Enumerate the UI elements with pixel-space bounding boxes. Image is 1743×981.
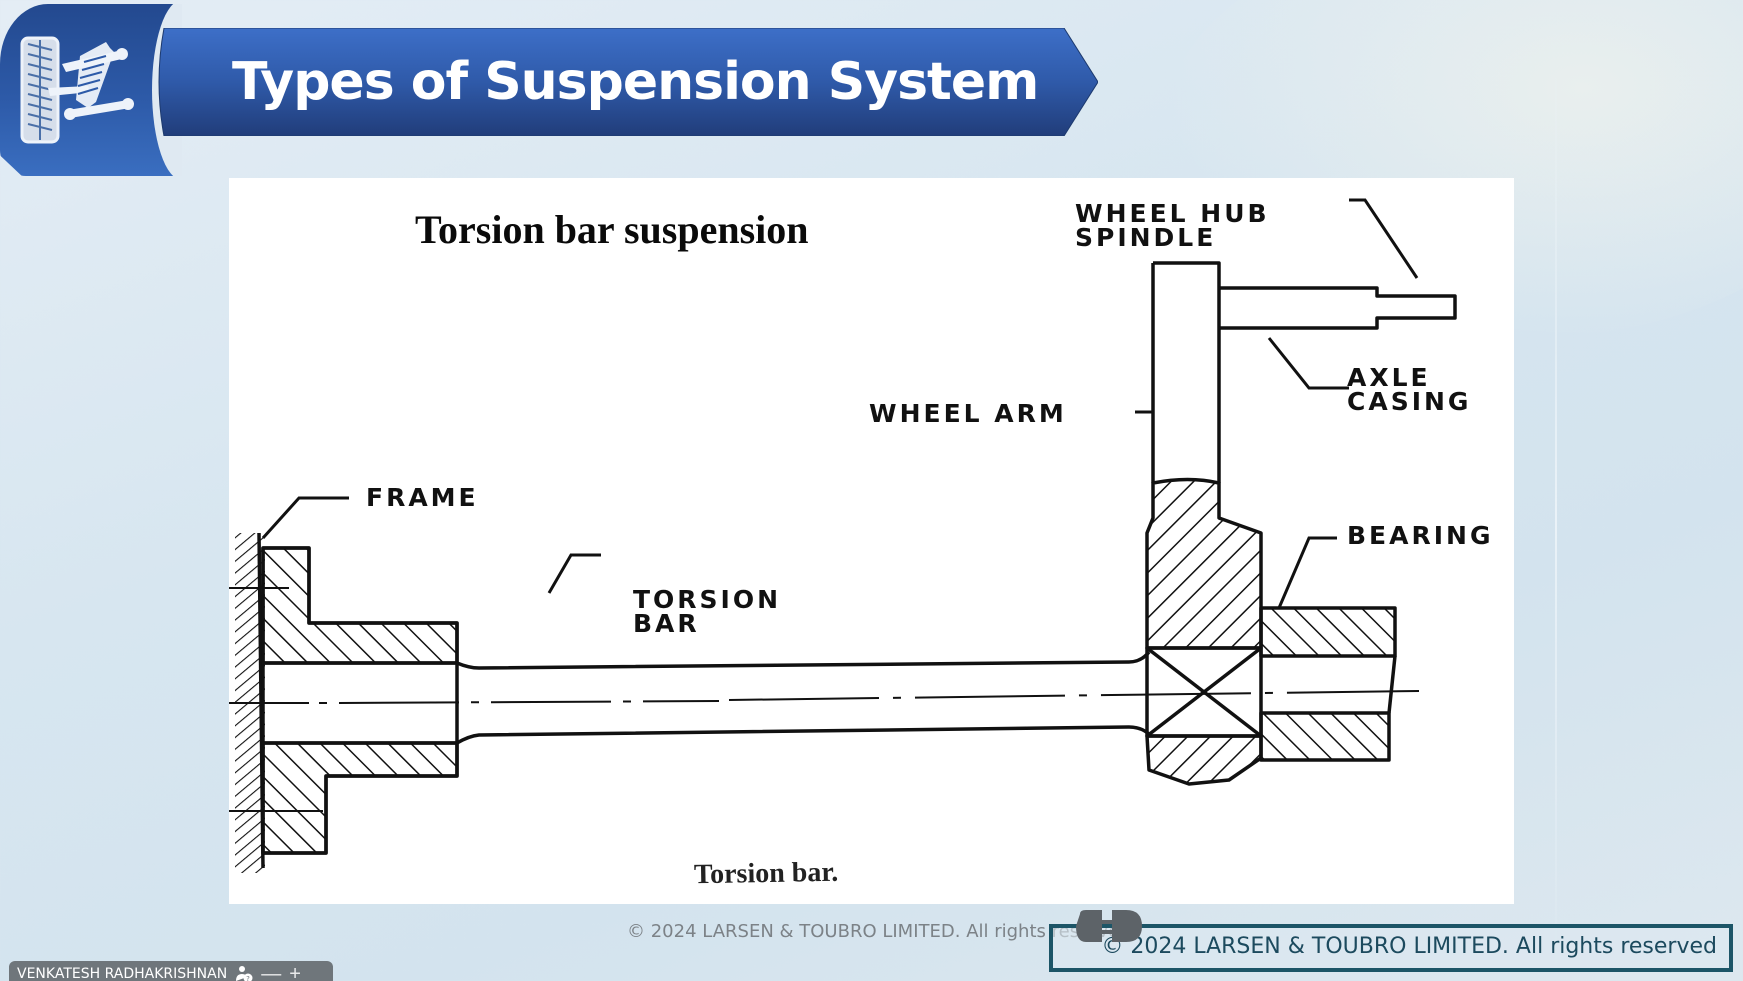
axle-casing (1219, 286, 1457, 330)
wheel-arm-hatch (1145, 477, 1263, 650)
slide-title: Types of Suspension System (232, 52, 1039, 112)
copyright-text-faint: © 2024 LARSEN & TOUBRO LIMITED. All righ… (627, 921, 1131, 942)
leader-wheel-hub (1349, 198, 1419, 279)
leader-bearing (1277, 536, 1337, 609)
label-bearing: BEARING (1347, 521, 1494, 550)
label-torsion-bar: TORSION BAR (633, 585, 782, 638)
svg-text:?: ? (246, 975, 250, 981)
title-banner (158, 28, 1098, 136)
torsion-bar-diagram (229, 198, 1457, 873)
bearing-housing-lower (1259, 711, 1391, 762)
background-line (1555, 60, 1557, 980)
label-wheel-hub: WHEEL HUB SPINDLE (1075, 199, 1270, 252)
bearing-housing-upper (1259, 606, 1397, 658)
label-frame: FRAME (366, 483, 479, 512)
leader-axle (1267, 337, 1349, 390)
copyright-box: © 2024 LARSEN & TOUBRO LIMITED. All righ… (1049, 924, 1733, 972)
diagram-heading: Torsion bar suspension (415, 207, 809, 252)
torsion-bar-bottom (456, 725, 1151, 745)
wheel-arm-outline (1153, 261, 1221, 483)
suspension-wheel-icon (20, 36, 134, 144)
leader-frame (261, 496, 349, 540)
diagram-panel: Torsion bar suspension WHEEL HUB SPINDLE… (229, 178, 1514, 904)
flange-upper (261, 546, 459, 665)
flange-lower (261, 741, 459, 855)
minimize-button[interactable]: — (261, 963, 282, 981)
flange-outline (261, 546, 459, 855)
presenter-tag: VENKATESH RADHAKRISHNAN ? — + (9, 961, 333, 981)
center-line (229, 587, 1420, 812)
diagram-caption: Torsion bar. (693, 856, 839, 891)
leader-torsion (547, 553, 601, 594)
expand-button[interactable]: + (289, 963, 301, 981)
torsion-bar-top (456, 650, 1151, 670)
label-wheel-arm: WHEEL ARM (869, 399, 1067, 428)
presenter-name: VENKATESH RADHAKRISHNAN (17, 966, 228, 981)
label-axle-casing: AXLE CASING (1347, 363, 1472, 416)
copyright-text: © 2024 LARSEN & TOUBRO LIMITED. All righ… (1101, 934, 1717, 959)
plug-connector-icon[interactable] (1074, 908, 1144, 944)
user-help-icon[interactable]: ? (235, 965, 253, 981)
wheel-arm-lower (1145, 734, 1263, 786)
